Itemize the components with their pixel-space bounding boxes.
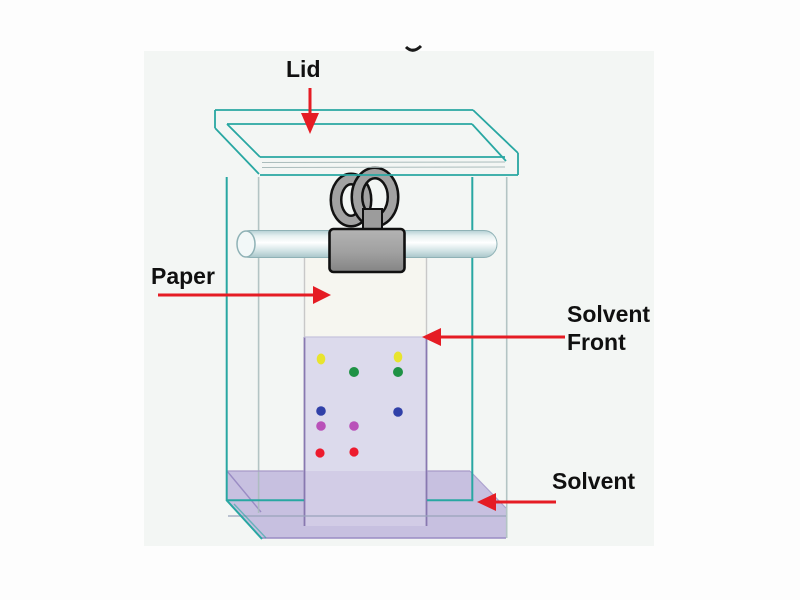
pigment-spot-yellow-right xyxy=(393,351,403,363)
solvent-front-arrow xyxy=(422,328,565,346)
solvent-surface-lines xyxy=(227,470,506,517)
solvent-arrow xyxy=(477,493,556,511)
pigment-spot-blue-left xyxy=(316,406,326,416)
rod-left-end xyxy=(236,230,256,258)
paper-label: Paper xyxy=(151,263,215,289)
pigment-spot-green-middle xyxy=(349,367,359,377)
paper-submerged-section xyxy=(304,471,427,526)
solvent-label: Solvent xyxy=(552,468,635,494)
pigment-spot-red-left xyxy=(315,448,325,458)
solvent-front-label-line2: Front xyxy=(567,329,626,355)
cutoff-text-fragment xyxy=(404,44,423,52)
solvent-front-label-line1: Solvent xyxy=(567,301,650,327)
pigment-spot-blue-right xyxy=(393,407,403,417)
pigment-spots xyxy=(315,351,403,458)
clip-body xyxy=(328,227,406,274)
lid-arrow xyxy=(301,88,319,134)
pigment-spot-magenta-left xyxy=(316,421,326,431)
paper-strip xyxy=(303,256,428,526)
lid-label: Lid xyxy=(286,56,321,82)
pigment-spot-red-middle xyxy=(349,447,359,457)
binder-clip xyxy=(328,166,406,274)
pigment-spot-magenta-middle xyxy=(349,421,359,431)
annotations: Lid Paper Solvent Front Solvent xyxy=(151,56,650,511)
pigment-spot-yellow-left xyxy=(316,353,326,365)
tank-lid xyxy=(214,109,519,176)
paper-arrow xyxy=(158,286,331,304)
pigment-spot-green-right xyxy=(393,367,403,377)
